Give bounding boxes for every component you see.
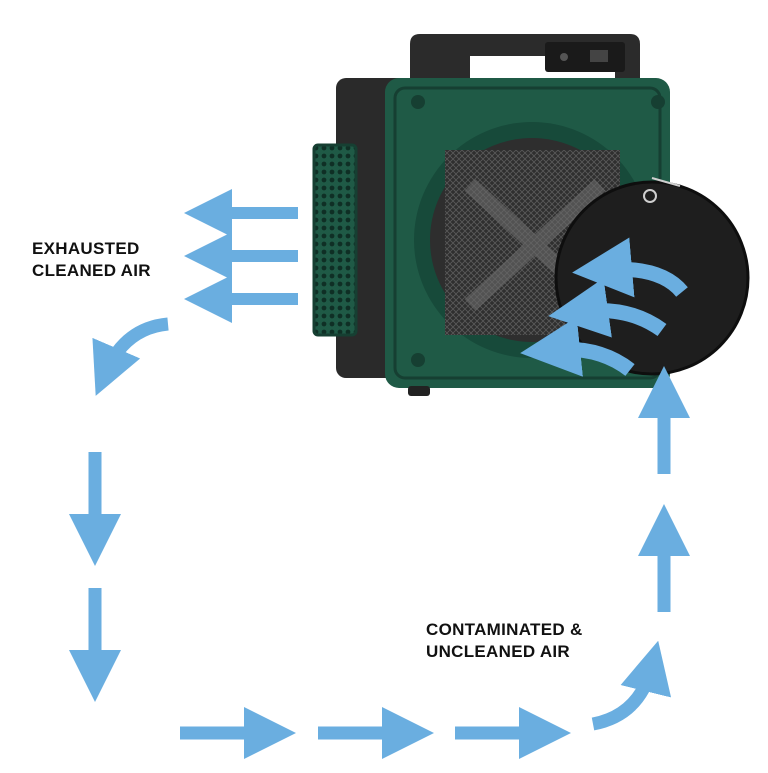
air-scrubber-icon [312, 34, 750, 396]
exhausted-label-line2: CLEANED AIR [32, 261, 151, 280]
contaminated-label-line2: UNCLEANED AIR [426, 642, 570, 661]
curve-arrow-icon-topleft [92, 317, 169, 396]
circulation-arrows [69, 317, 690, 759]
exhausted-air-label: EXHAUSTED CLEANED AIR [32, 238, 151, 282]
side-grille [312, 143, 358, 337]
exhaust-arrows [184, 189, 298, 323]
curve-arrow-icon-bottomright [591, 640, 672, 731]
intake-arrow-icon-1 [572, 237, 688, 298]
intake-arrow-icon-3 [520, 317, 635, 377]
control-panel [545, 42, 625, 72]
contaminated-label-line1: CONTAMINATED & [426, 620, 583, 639]
intake-arrow-icon-2 [548, 278, 667, 338]
contaminated-air-label: CONTAMINATED & UNCLEANED AIR [426, 619, 583, 663]
exhausted-label-line1: EXHAUSTED [32, 239, 140, 258]
intake-arrows [520, 237, 688, 377]
